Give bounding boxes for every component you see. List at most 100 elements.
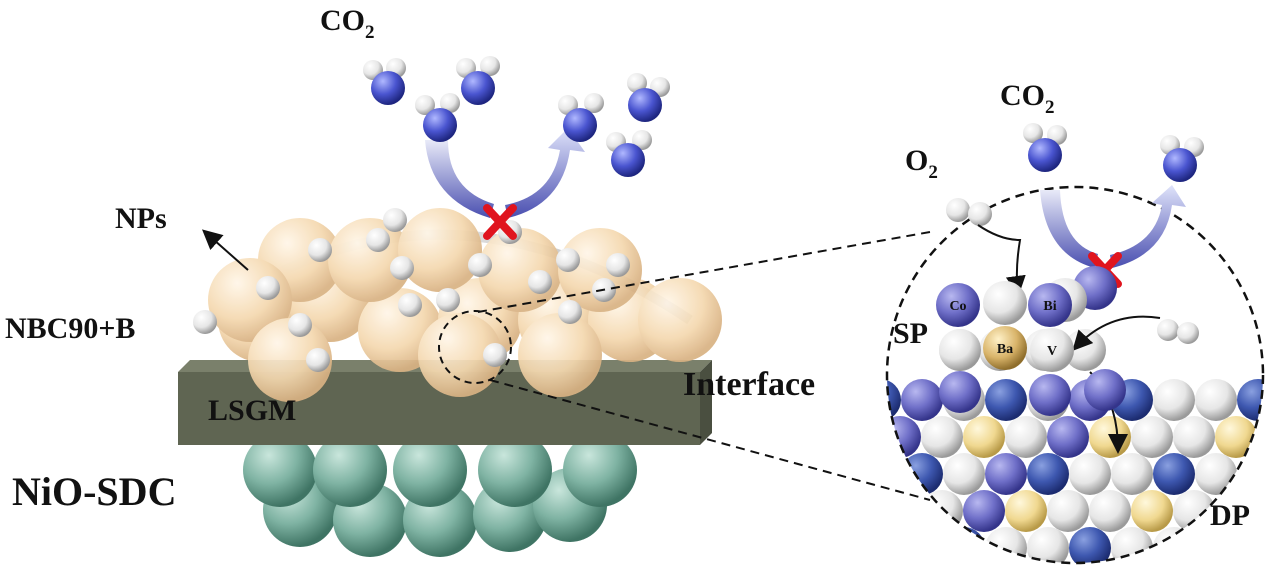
co2-molecule xyxy=(456,56,500,105)
co2-molecule xyxy=(606,130,652,177)
lattice-atom xyxy=(887,379,901,421)
nanoparticle xyxy=(606,253,630,277)
atom-label-ba: Ba xyxy=(997,342,1013,357)
atom-label-co: Co xyxy=(949,299,966,314)
atom-bi: Bi xyxy=(1028,283,1072,327)
nanoparticle xyxy=(556,248,580,272)
cathode-particle xyxy=(558,228,642,312)
atom-label-v: V xyxy=(1047,344,1057,359)
zoom-detail-circle xyxy=(885,185,1265,565)
o2-molecule xyxy=(946,198,992,226)
nanoparticle xyxy=(528,270,552,294)
zoom-line-bottom xyxy=(489,379,931,501)
lattice-atom xyxy=(921,490,963,532)
cathode-particle xyxy=(398,208,482,292)
lattice-atom xyxy=(1153,453,1195,495)
lattice-atom xyxy=(1047,490,1089,532)
lattice-atom xyxy=(939,329,981,371)
co2-molecule xyxy=(1023,123,1067,172)
nanoparticle xyxy=(193,310,217,334)
nanoparticle xyxy=(398,293,422,317)
zoom-region-circle xyxy=(438,310,512,384)
nanoparticle xyxy=(308,238,332,262)
co2-label-left: CO2 xyxy=(320,4,375,43)
lattice-atom xyxy=(1069,527,1111,563)
atom-v: V xyxy=(1030,328,1074,372)
co2-molecule xyxy=(415,93,460,142)
lattice-atom xyxy=(1237,527,1263,563)
anode-particle xyxy=(563,433,637,507)
oxygen-path-arrow-2 xyxy=(1072,315,1161,351)
anode-particle xyxy=(243,433,317,507)
nanoparticle xyxy=(306,348,330,372)
cathode-particle xyxy=(248,318,332,402)
zoom-line-top xyxy=(477,231,931,313)
atom-co: Co xyxy=(936,283,980,327)
interface-label: Interface xyxy=(683,366,815,403)
electrolyte-label: LSGM xyxy=(208,394,296,427)
lattice-atom xyxy=(1029,374,1071,416)
lattice-atom xyxy=(1089,490,1131,532)
lattice-atom xyxy=(1069,453,1111,495)
anode-label: NiO-SDC xyxy=(12,469,176,514)
sp-label: SP xyxy=(893,317,928,350)
lattice-atom xyxy=(1195,379,1237,421)
lattice-atom xyxy=(1005,416,1047,458)
lattice-atom xyxy=(887,416,921,458)
lattice-atom xyxy=(901,379,943,421)
co2-incoming-arrow xyxy=(425,140,494,218)
lattice-atom xyxy=(1173,416,1215,458)
nanoparticle xyxy=(468,253,492,277)
oxygen-path-arrow xyxy=(977,224,1026,296)
lattice-atom xyxy=(1195,453,1237,495)
lattice-atom xyxy=(887,453,901,495)
co2-outgoing-arrow-detail xyxy=(1110,185,1186,268)
lattice-atom xyxy=(901,527,943,563)
lattice-atom xyxy=(1153,379,1195,421)
lattice-atom xyxy=(963,416,1005,458)
anode-particle xyxy=(313,433,387,507)
nanoparticle xyxy=(366,228,390,252)
co2-molecule xyxy=(558,93,604,142)
lattice-atom xyxy=(1089,416,1131,458)
blocked-x-icon xyxy=(483,204,517,240)
atom-ba: Ba xyxy=(983,326,1027,370)
lattice-atom xyxy=(1111,453,1153,495)
cathode-particle xyxy=(518,313,602,397)
nps-pointer-arrow xyxy=(202,229,249,271)
cathode-particle xyxy=(418,313,502,397)
lattice-atom xyxy=(1237,379,1263,421)
nanoparticle xyxy=(390,256,414,280)
lattice-atom xyxy=(939,371,981,413)
cathode-particle xyxy=(638,278,722,362)
anode-particle xyxy=(393,433,467,507)
o2-molecule-2 xyxy=(1157,319,1199,344)
nanoparticle xyxy=(436,288,460,312)
lattice-atom xyxy=(1005,490,1047,532)
lattice-atom xyxy=(1111,527,1153,563)
co2-molecules xyxy=(363,56,1204,182)
lattice-atom xyxy=(1153,527,1195,563)
lattice-atom xyxy=(1195,527,1237,563)
lattice-atom xyxy=(921,416,963,458)
nps-label: NPs xyxy=(115,202,167,235)
lattice-atom xyxy=(1173,490,1215,532)
cathode-particles xyxy=(208,208,722,402)
co2-label-right: CO2 xyxy=(1000,79,1055,118)
lattice-atom xyxy=(985,379,1027,421)
lattice-atom xyxy=(1047,416,1089,458)
co2-molecule xyxy=(363,58,406,105)
co2-outgoing-arrow xyxy=(505,128,585,218)
nanoparticle xyxy=(256,276,280,300)
lattice-atom xyxy=(943,453,985,495)
cathode-particle xyxy=(328,218,412,302)
lattice-atom xyxy=(1084,369,1126,411)
atom-label-bi: Bi xyxy=(1043,299,1056,314)
o2-label: O2 xyxy=(905,144,938,183)
lattice-atom xyxy=(1215,416,1257,458)
lattice-atom xyxy=(1257,416,1263,458)
nanoparticle xyxy=(288,313,312,337)
